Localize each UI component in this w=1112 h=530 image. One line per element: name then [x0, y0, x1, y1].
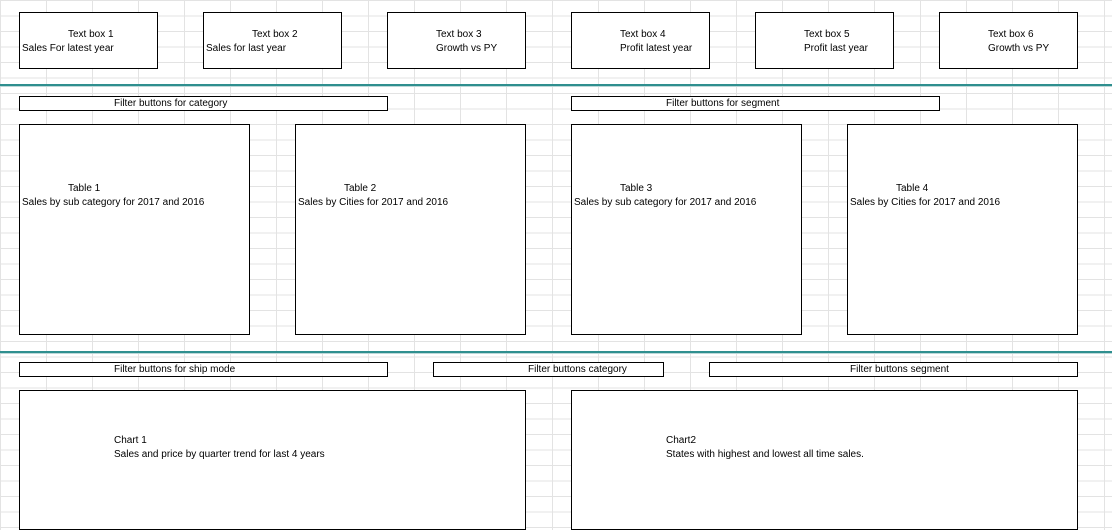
filter-label: Filter buttons for segment — [666, 98, 780, 109]
table-1[interactable]: Table 1 Sales by sub category for 2017 a… — [19, 124, 250, 335]
chart-subtitle: Sales and price by quarter trend for las… — [114, 449, 325, 460]
table-title: Table 4 — [896, 183, 929, 194]
text-box-subtitle: Profit latest year — [620, 43, 693, 54]
section-divider — [0, 84, 1112, 87]
filter-buttons-segment-bottom[interactable]: Filter buttons segment — [709, 362, 1078, 377]
chart-1[interactable]: Chart 1 Sales and price by quarter trend… — [19, 390, 526, 530]
text-box-title: Text box 6 — [988, 29, 1034, 40]
text-box-subtitle: Growth vs PY — [436, 43, 498, 54]
table-4[interactable]: Table 4 Sales by Cities for 2017 and 201… — [847, 124, 1078, 335]
text-box-3[interactable]: Text box 3 Growth vs PY — [387, 12, 526, 69]
text-box-1[interactable]: Text box 1 Sales For latest year — [19, 12, 158, 69]
text-box-subtitle: Sales For latest year — [22, 43, 114, 54]
table-title: Table 1 — [68, 183, 101, 194]
filter-label: Filter buttons for category — [114, 98, 228, 109]
filter-buttons-segment[interactable]: Filter buttons for segment — [571, 96, 940, 111]
table-title: Table 2 — [344, 183, 377, 194]
table-title: Table 3 — [620, 183, 653, 194]
chart-subtitle: States with highest and lowest all time … — [666, 449, 864, 460]
text-box-2[interactable]: Text box 2 Sales for last year — [203, 12, 342, 69]
table-subtitle: Sales by sub category for 2017 and 2016 — [574, 197, 757, 208]
filter-label: Filter buttons category — [528, 364, 627, 375]
text-box-subtitle: Sales for last year — [206, 43, 287, 54]
chart-title: Chart2 — [666, 435, 697, 446]
filter-label: Filter buttons segment — [850, 364, 949, 375]
chart-title: Chart 1 — [114, 435, 147, 446]
text-box-title: Text box 4 — [620, 29, 666, 40]
text-box-title: Text box 1 — [68, 29, 114, 40]
text-box-title: Text box 2 — [252, 29, 298, 40]
table-2[interactable]: Table 2 Sales by Cities for 2017 and 201… — [295, 124, 526, 335]
text-box-5[interactable]: Text box 5 Profit last year — [755, 12, 894, 69]
filter-buttons-ship-mode[interactable]: Filter buttons for ship mode — [19, 362, 388, 377]
filter-buttons-category-bottom[interactable]: Filter buttons category — [433, 362, 664, 377]
filter-buttons-category[interactable]: Filter buttons for category — [19, 96, 388, 111]
chart-2[interactable]: Chart2 States with highest and lowest al… — [571, 390, 1078, 530]
table-subtitle: Sales by Cities for 2017 and 2016 — [298, 197, 449, 208]
text-box-4[interactable]: Text box 4 Profit latest year — [571, 12, 710, 69]
text-box-6[interactable]: Text box 6 Growth vs PY — [939, 12, 1078, 69]
text-box-title: Text box 3 — [436, 29, 482, 40]
table-subtitle: Sales by Cities for 2017 and 2016 — [850, 197, 1001, 208]
table-3[interactable]: Table 3 Sales by sub category for 2017 a… — [571, 124, 802, 335]
section-divider — [0, 351, 1112, 354]
text-box-subtitle: Profit last year — [804, 43, 868, 54]
table-subtitle: Sales by sub category for 2017 and 2016 — [22, 197, 205, 208]
text-box-title: Text box 5 — [804, 29, 850, 40]
filter-label: Filter buttons for ship mode — [114, 364, 236, 375]
text-box-subtitle: Growth vs PY — [988, 43, 1050, 54]
